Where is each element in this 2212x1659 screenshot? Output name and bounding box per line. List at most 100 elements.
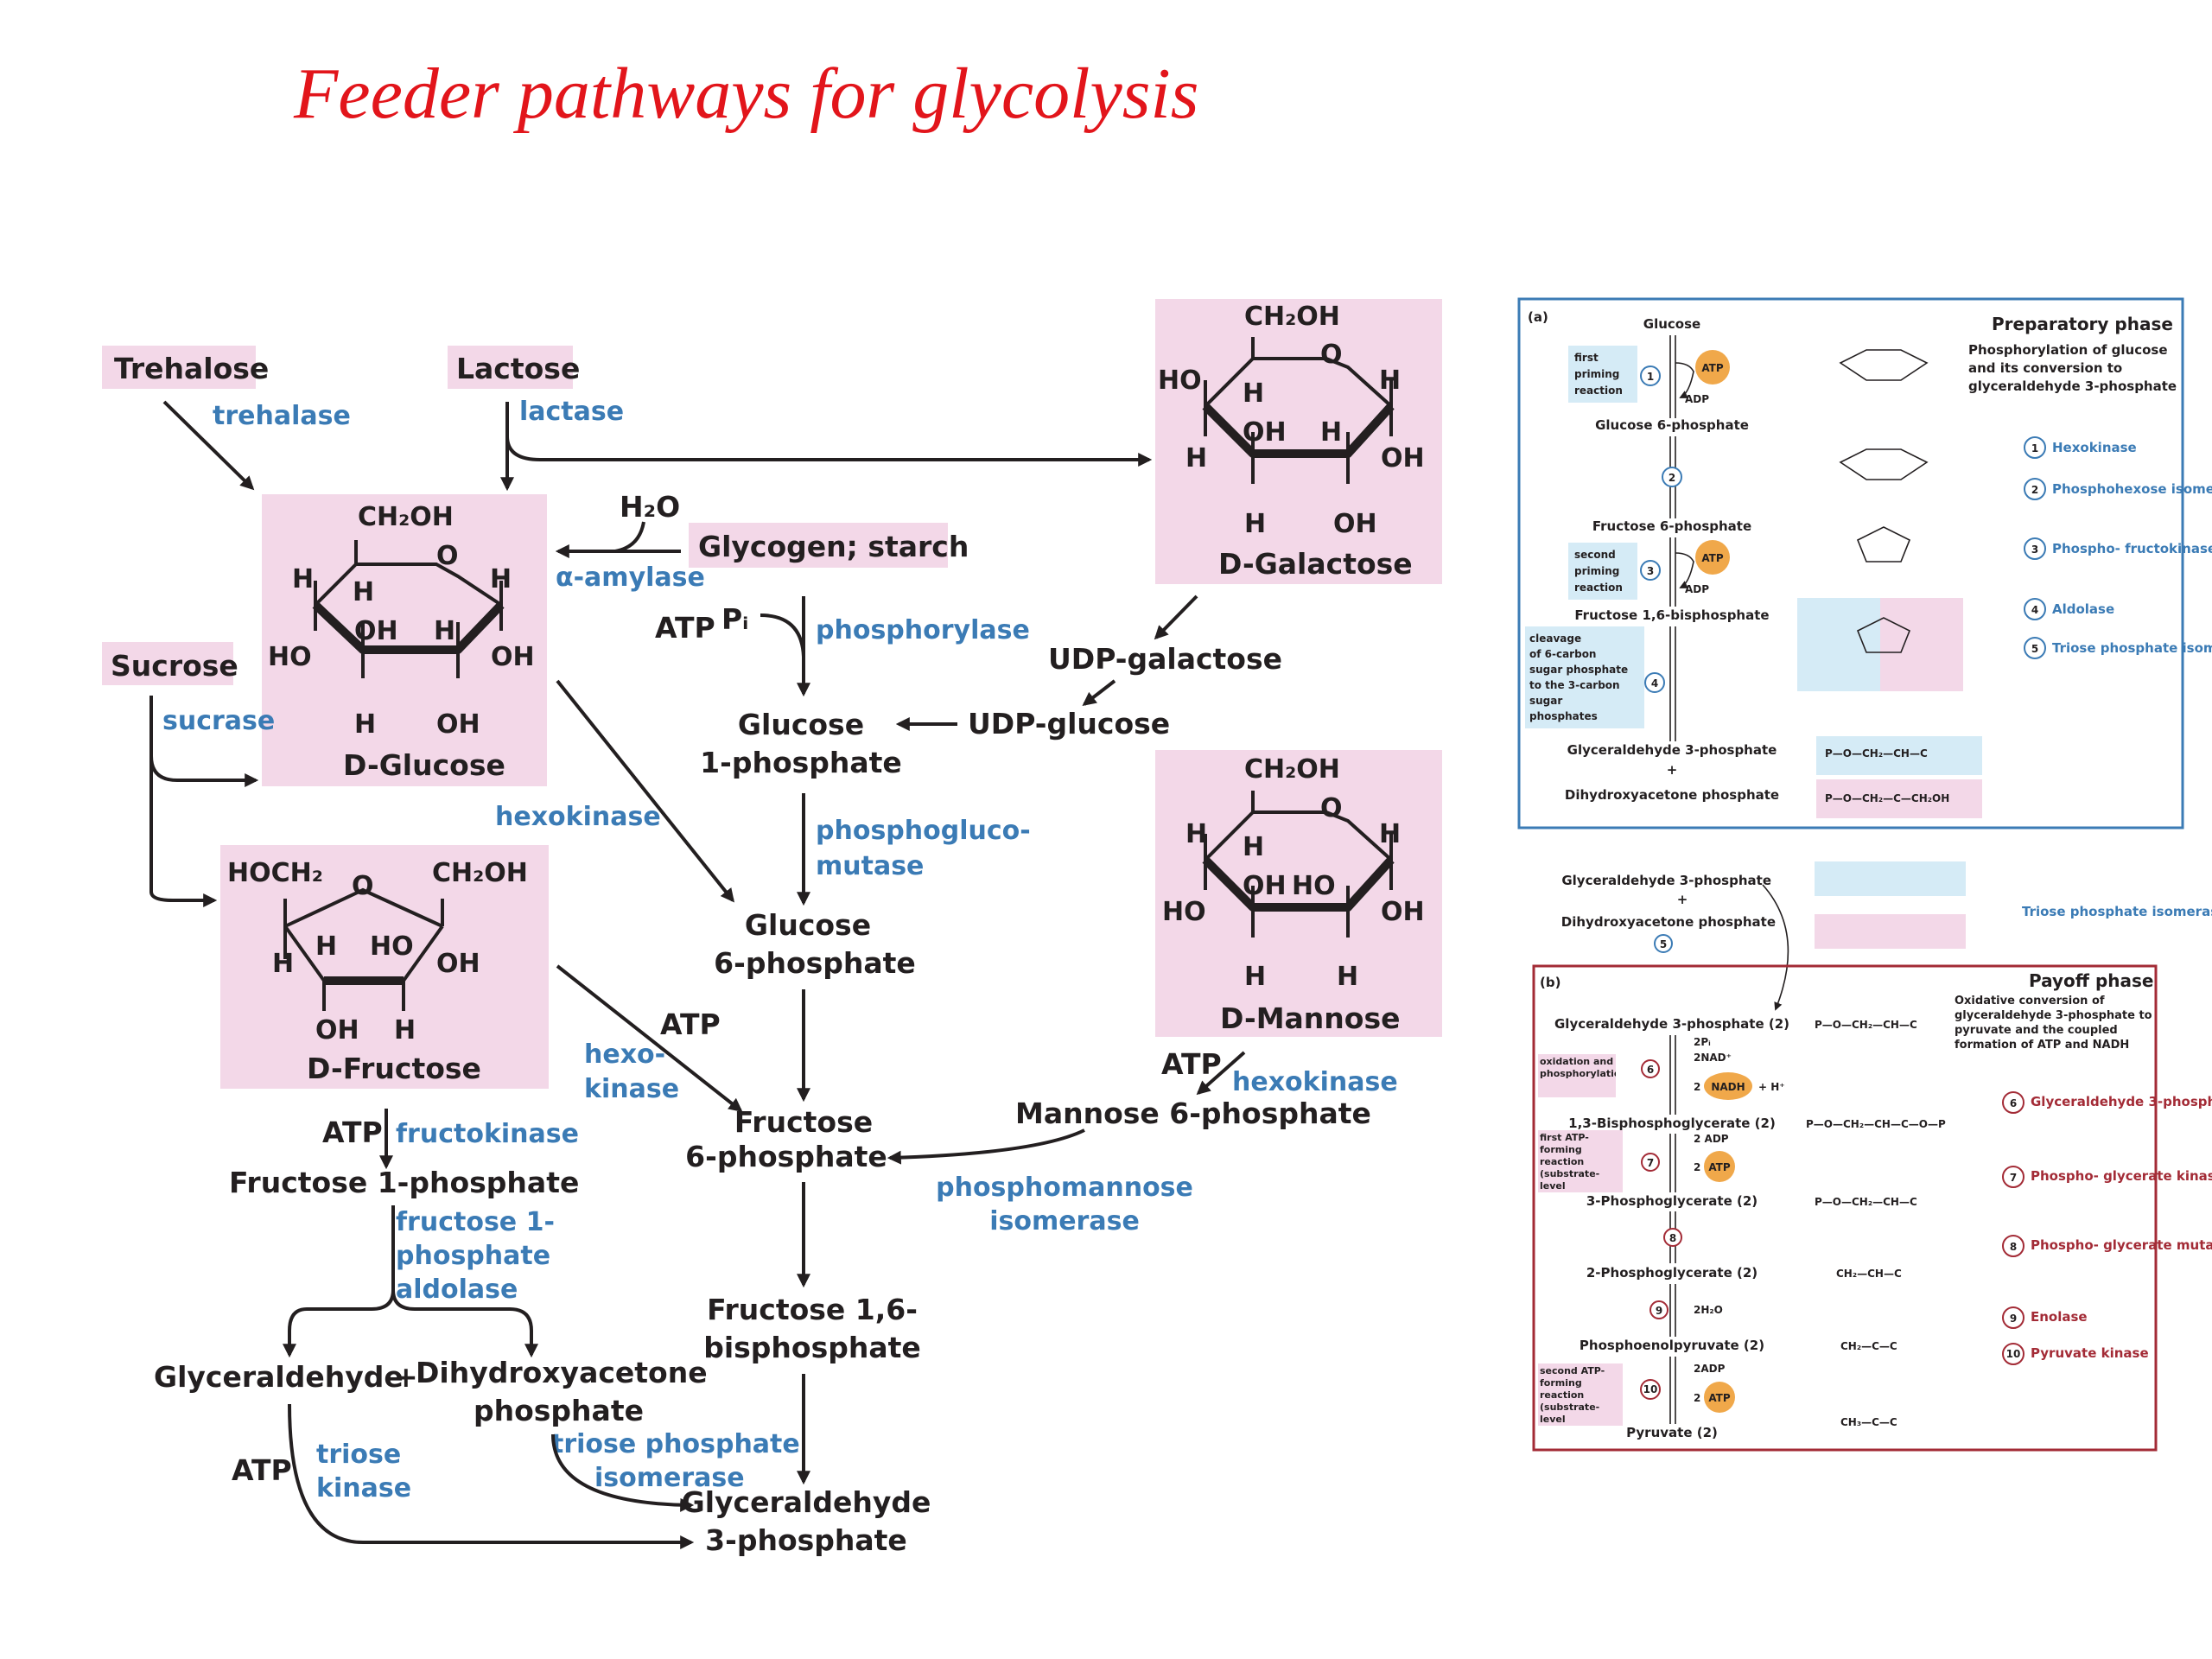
- panel-b-nadh: NADH: [1711, 1081, 1745, 1093]
- galactose-h-c3: H: [1244, 509, 1266, 539]
- svg-text:reaction: reaction: [1574, 582, 1623, 594]
- svg-text:2: 2: [2031, 484, 2038, 496]
- svg-text:P—O—CH₂—CH—C: P—O—CH₂—CH—C: [1815, 1019, 1917, 1031]
- mannose-oh-c3: OH: [1243, 871, 1287, 901]
- f1p-aldolase-line1: fructose 1-: [396, 1207, 555, 1237]
- mannose-hexokinase-enzyme: hexokinase: [1232, 1067, 1398, 1097]
- svg-text:CH₂—CH—C: CH₂—CH—C: [1836, 1268, 1902, 1280]
- fructose-hoch2: HOCH₂: [227, 858, 323, 888]
- d-glucose-structure: CH₂OH O H H H HO OH H OH H OH: [268, 502, 535, 740]
- glyceraldehyde-3-phosphate-line1: Glyceraldehyde: [682, 1485, 931, 1519]
- lactase-enzyme: lactase: [519, 397, 624, 427]
- panel-b-adp: 2ADP: [1694, 1363, 1726, 1375]
- triose-kinase-line2: kinase: [316, 1473, 411, 1503]
- panel-a-step-f6p: Fructose 6-phosphate: [1592, 518, 1751, 534]
- panel-a-step-dhap: Dihydroxyacetone phosphate: [1565, 787, 1779, 803]
- svg-text:reaction: reaction: [1574, 385, 1623, 397]
- galactose-ring-oxygen: O: [1320, 340, 1343, 370]
- panel-a-atp-2-text: ATP: [1701, 552, 1724, 564]
- hexo-kinase-line2: kinase: [584, 1074, 679, 1104]
- f1p-aldolase-line2: phosphate: [396, 1241, 550, 1271]
- panel-b-step-3: 3-Phosphoglycerate (2): [1586, 1193, 1758, 1209]
- phosphoglucomutase-line2: mutase: [816, 851, 924, 881]
- fructose-bisphosphate-line1: Fructose 1,6-: [707, 1293, 918, 1326]
- svg-text:3: 3: [1647, 565, 1654, 577]
- trehalase-enzyme: trehalase: [213, 401, 351, 431]
- atp-label-fructokinase: ATP: [322, 1116, 383, 1149]
- fructose-h-c5b: H: [272, 949, 294, 979]
- svg-text:of 6-carbon: of 6-carbon: [1529, 648, 1596, 660]
- triose-kinase-line1: triose: [316, 1440, 401, 1470]
- panel-b-two-2: 2: [1694, 1161, 1700, 1173]
- panel-a-cleavage: cleavage: [1529, 632, 1581, 645]
- glucose-oh-c2: OH: [436, 709, 480, 740]
- mannose-ring-oxygen: O: [1320, 793, 1343, 823]
- glyceraldehyde-3-phosphate-line2: 3-phosphate: [705, 1523, 907, 1557]
- svg-text:5: 5: [1660, 938, 1667, 950]
- dhap-line1: Dihydroxyacetone: [416, 1356, 708, 1389]
- panel-a-desc-2: and its conversion to: [1968, 360, 2122, 376]
- svg-text:CH₂—C—C: CH₂—C—C: [1840, 1340, 1897, 1352]
- panel-b-adp2: 2 ADP: [1694, 1133, 1729, 1145]
- d-mannose-label: D-Mannose: [1220, 1001, 1401, 1035]
- panel-b-top-gap: Glyceraldehyde 3-phosphate: [1561, 873, 1771, 888]
- d-galactose-structure: CH₂OH O HO H H H OH H OH H OH: [1158, 302, 1425, 539]
- tpi-line1: triose phosphate: [551, 1429, 800, 1459]
- panel-b-step-4: 2-Phosphoglycerate (2): [1586, 1265, 1758, 1281]
- fructose-6-phosphate-line1: Fructose: [734, 1105, 873, 1139]
- panel-b-second-atp: second ATP- forming reaction (substrate-…: [1540, 1365, 1605, 1425]
- panel-b-atp-1: ATP: [1708, 1161, 1731, 1173]
- panel-b-nad: 2NAD⁺: [1694, 1052, 1732, 1064]
- sucrase-enzyme: sucrase: [162, 706, 275, 736]
- panel-b-top-dhap: Dihydroxyacetone phosphate: [1561, 914, 1776, 930]
- alpha-amylase-enzyme: α-amylase: [556, 563, 705, 593]
- lactose-label: Lactose: [456, 352, 580, 385]
- glucose-h-c4: H: [353, 577, 374, 607]
- h2o-label: H₂O: [620, 490, 680, 524]
- galactose-ho-c4: HO: [1158, 365, 1202, 396]
- mannose-h-c1: H: [1379, 819, 1401, 849]
- hexo-kinase-line1: hexo-: [584, 1039, 665, 1070]
- glyceraldehyde-label: Glyceraldehyde: [154, 1360, 404, 1394]
- panel-b-pi: 2Pᵢ: [1694, 1036, 1711, 1048]
- glucose-h-c2: H: [434, 616, 455, 646]
- panel-a-enzyme-5: Triose phosphate isomerase: [2052, 640, 2212, 656]
- panel-b-enzyme-6: Glyceraldehyde 3-phosphate dehydrogenase: [2031, 1094, 2212, 1109]
- galactose-oh-c1: OH: [1381, 443, 1425, 474]
- pi-label: Pᵢ: [721, 602, 748, 636]
- udp-glucose-label: UDP-glucose: [968, 707, 1170, 741]
- f1p-aldolase-line3: aldolase: [396, 1274, 518, 1305]
- panel-b-payoff: Glyceraldehyde 3-phosphate + Dihydroxyac…: [1532, 861, 2212, 1452]
- glycogen-starch-label: Glycogen; starch: [698, 530, 969, 563]
- svg-text:6: 6: [2010, 1097, 2017, 1109]
- panel-b-step-1: Glyceraldehyde 3-phosphate (2): [1554, 1016, 1789, 1032]
- glucose-ho-c4: HO: [268, 642, 312, 672]
- panel-a-letter: (a): [1528, 309, 1548, 325]
- svg-text:10: 10: [2006, 1348, 2021, 1360]
- svg-text:sugar phosphate: sugar phosphate: [1529, 664, 1628, 676]
- fructose-oh-c2: OH: [436, 949, 480, 979]
- panel-a-enzyme-1: Hexokinase: [2052, 440, 2137, 455]
- svg-text:8: 8: [1669, 1232, 1676, 1244]
- d-fructose-structure: HOCH₂ CH₂OH O H HO H OH OH H: [227, 858, 528, 1046]
- atp-label-triose-kinase: ATP: [232, 1453, 292, 1487]
- fructose-ring-oxygen: O: [352, 871, 374, 901]
- dhap-line2: phosphate: [474, 1394, 644, 1427]
- svg-text:P—O—CH₂—C—CH₂OH: P—O—CH₂—C—CH₂OH: [1825, 792, 1949, 804]
- mannose-ch2oh: CH₂OH: [1244, 754, 1340, 785]
- svg-text:1: 1: [2031, 442, 2038, 454]
- panel-b-hplus: + H⁺: [1758, 1081, 1785, 1093]
- galactose-h-c5: H: [1243, 378, 1264, 409]
- glucose-ch2oh: CH₂OH: [358, 502, 454, 532]
- d-galactose-label: D-Galactose: [1218, 547, 1413, 581]
- panel-a-first-priming: first: [1574, 352, 1599, 364]
- panel-b-top-plus: +: [1677, 892, 1688, 907]
- svg-text:CH₃—C—C: CH₃—C—C: [1840, 1416, 1897, 1428]
- glucose-h-c5: H: [292, 564, 314, 594]
- fructose-6-phosphate-line2: 6-phosphate: [685, 1140, 887, 1173]
- panel-b-two-1: 2: [1694, 1081, 1700, 1093]
- atp-label-glucose: ATP: [655, 611, 715, 645]
- svg-text:priming: priming: [1574, 565, 1619, 577]
- panel-b-phase: Payoff phase: [2029, 970, 2153, 991]
- svg-text:3: 3: [2031, 543, 2038, 556]
